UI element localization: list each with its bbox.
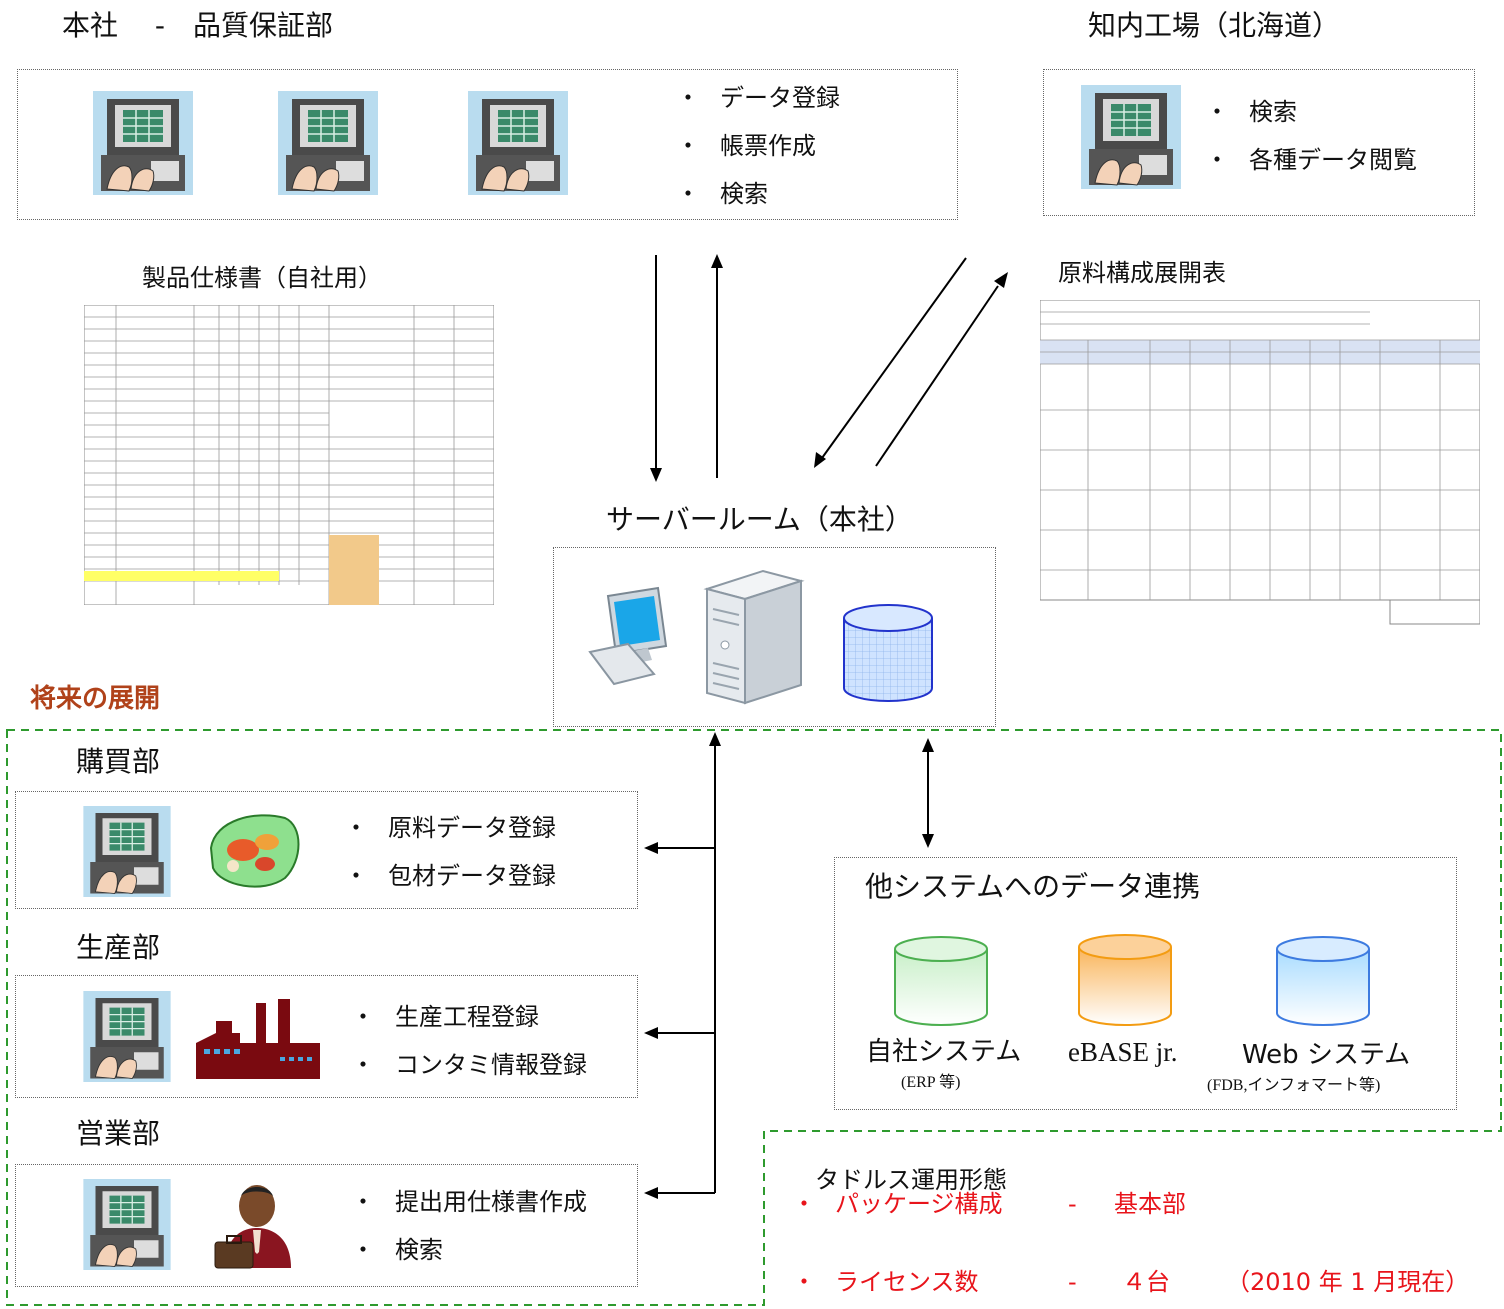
- production-bullet: ・生産工程登録: [351, 1003, 539, 1031]
- product-spec-thumbnail: [84, 305, 494, 605]
- operation-line-package: ・パッケージ構成-基本部: [792, 1190, 1186, 1218]
- food-ingredients-icon: [209, 814, 300, 888]
- purchasing-title: 購買部: [76, 745, 161, 778]
- web-system-database-icon: [1276, 936, 1370, 1026]
- sales-bullet: ・検索: [351, 1236, 443, 1264]
- factory-bullet: ・各種データ閲覧: [1205, 146, 1417, 174]
- hq-title: 本社 - 品質保証部: [62, 9, 334, 42]
- pc-terminal-icon: [83, 991, 171, 1082]
- ingredient-table-thumbnail: [1040, 300, 1480, 625]
- production-box: [15, 975, 638, 1098]
- purchasing-bullet: ・原料データ登録: [344, 814, 556, 842]
- web-system-label: Web システム: [1242, 1040, 1411, 1070]
- sales-box: [15, 1164, 638, 1287]
- erp-database-icon: [894, 936, 988, 1026]
- web-system-sub: (FDB,インフォマート等): [1207, 1077, 1381, 1094]
- factory-icon: [196, 999, 320, 1079]
- purchasing-bullet: ・包材データ登録: [344, 862, 556, 890]
- product-spec-label: 製品仕様書（自社用）: [142, 264, 382, 292]
- factory-box: [1043, 69, 1475, 216]
- hq-bullet: ・帳票作成: [676, 132, 816, 160]
- integration-title: 他システムへのデータ連携: [865, 870, 1201, 903]
- pc-terminal-icon: [83, 806, 171, 897]
- production-title: 生産部: [76, 931, 161, 964]
- purchasing-box: [15, 791, 638, 909]
- erp-system-label: 自社システム: [866, 1037, 1022, 1067]
- ebase-database-icon: [1078, 934, 1172, 1026]
- hq-box: [17, 69, 958, 220]
- future-title: 将来の展開: [30, 684, 161, 714]
- server-room-box: [553, 547, 996, 727]
- server-room-title: サーバールーム（本社）: [606, 503, 913, 536]
- server-tower-icon: [703, 569, 805, 705]
- operation-title: タドルス運用形態: [815, 1166, 1007, 1194]
- businessman-icon: [214, 1185, 291, 1269]
- operation-line-license: ・ライセンス数-４台（2010 年 1 月現在）: [792, 1268, 1470, 1296]
- factory-bullet: ・検索: [1205, 98, 1297, 126]
- ebase-system-label: eBASE jr.: [1068, 1037, 1178, 1067]
- pc-terminal-icon: [83, 1179, 171, 1270]
- production-bullet: ・コンタミ情報登録: [351, 1051, 587, 1079]
- factory-title: 知内工場（北海道）: [1088, 9, 1341, 42]
- database-icon: [843, 604, 933, 702]
- sales-title: 営業部: [76, 1117, 161, 1150]
- hq-bullet: ・検索: [676, 180, 768, 208]
- erp-system-sub: (ERP 等): [901, 1074, 961, 1091]
- integration-box: [834, 857, 1457, 1110]
- desktop-computer-icon: [588, 586, 668, 686]
- sales-bullet: ・提出用仕様書作成: [351, 1188, 587, 1216]
- hq-bullet: ・データ登録: [676, 84, 840, 112]
- ingredient-table-label: 原料構成展開表: [1058, 259, 1226, 287]
